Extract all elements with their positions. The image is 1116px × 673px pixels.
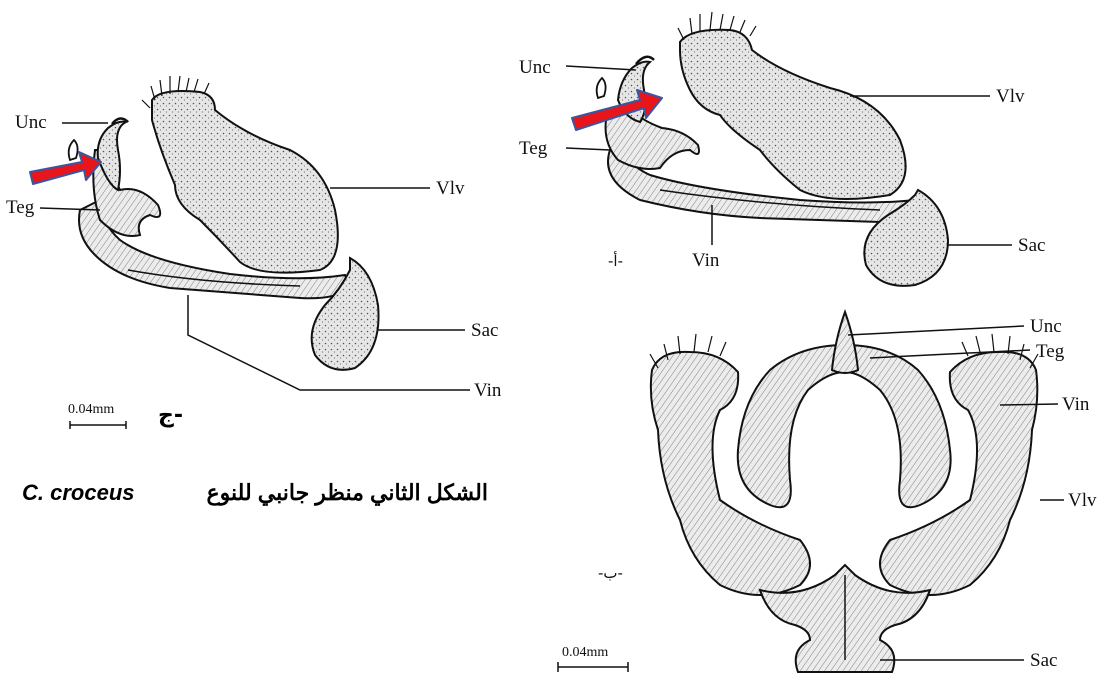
figure-b-label-vlv: Vlv	[1068, 490, 1097, 511]
figure-a-small-process	[597, 78, 606, 98]
figure-b: Unc Teg Vin Vlv Sac -ب- 0.04mm	[558, 312, 1097, 672]
figure-a-label-vlv: Vlv	[996, 86, 1025, 107]
figure-b-label-vin: Vin	[1062, 394, 1090, 415]
figure-a-valva-shape	[680, 30, 906, 199]
figure-b-scale-label: 0.04mm	[562, 645, 608, 660]
figure-c-label-vlv: Vlv	[436, 178, 465, 199]
figure-a-label-vin: Vin	[692, 250, 720, 271]
figure-c-label-unc: Unc	[15, 112, 47, 133]
figure-c: Unc Teg Vlv Sac Vin 0.04mm ج-	[6, 76, 502, 429]
figure-c-label-sac: Sac	[471, 320, 498, 341]
figure-b-scale-bar	[558, 662, 628, 672]
figure-b-uncus	[832, 312, 858, 373]
figure-b-label-sac: Sac	[1030, 650, 1057, 671]
figure-a-label-sac: Sac	[1018, 235, 1045, 256]
figure-c-valva-shape	[152, 91, 338, 273]
caption: الشكل الثاني منظر جانبي للنوع C. croceus	[22, 480, 488, 506]
figure-a: Unc Teg Vlv Sac Vin -أ-	[519, 12, 1045, 286]
figure-a-label-teg: Teg	[519, 138, 548, 159]
figure-c-scale-label: 0.04mm	[68, 402, 114, 417]
figure-c-small-process	[69, 140, 78, 160]
figure-c-label-vin: Vin	[474, 380, 502, 401]
figure-c-panel-letter: ج-	[158, 403, 183, 428]
figure-c-label-teg: Teg	[6, 197, 35, 218]
figure-b-label-teg: Teg	[1036, 341, 1065, 362]
figure-c-scale-bar	[70, 421, 126, 429]
caption-species: C. croceus	[22, 480, 135, 505]
figure-b-label-unc: Unc	[1030, 316, 1062, 337]
figure-a-label-unc: Unc	[519, 57, 551, 78]
figure-c-red-arrow	[30, 152, 101, 184]
figure-a-panel-letter: -أ-	[608, 251, 623, 270]
figure-a-tegumen-shape	[606, 108, 699, 169]
figure-b-panel-letter: -ب-	[598, 564, 623, 582]
caption-arabic: الشكل الثاني منظر جانبي للنوع	[207, 480, 488, 506]
